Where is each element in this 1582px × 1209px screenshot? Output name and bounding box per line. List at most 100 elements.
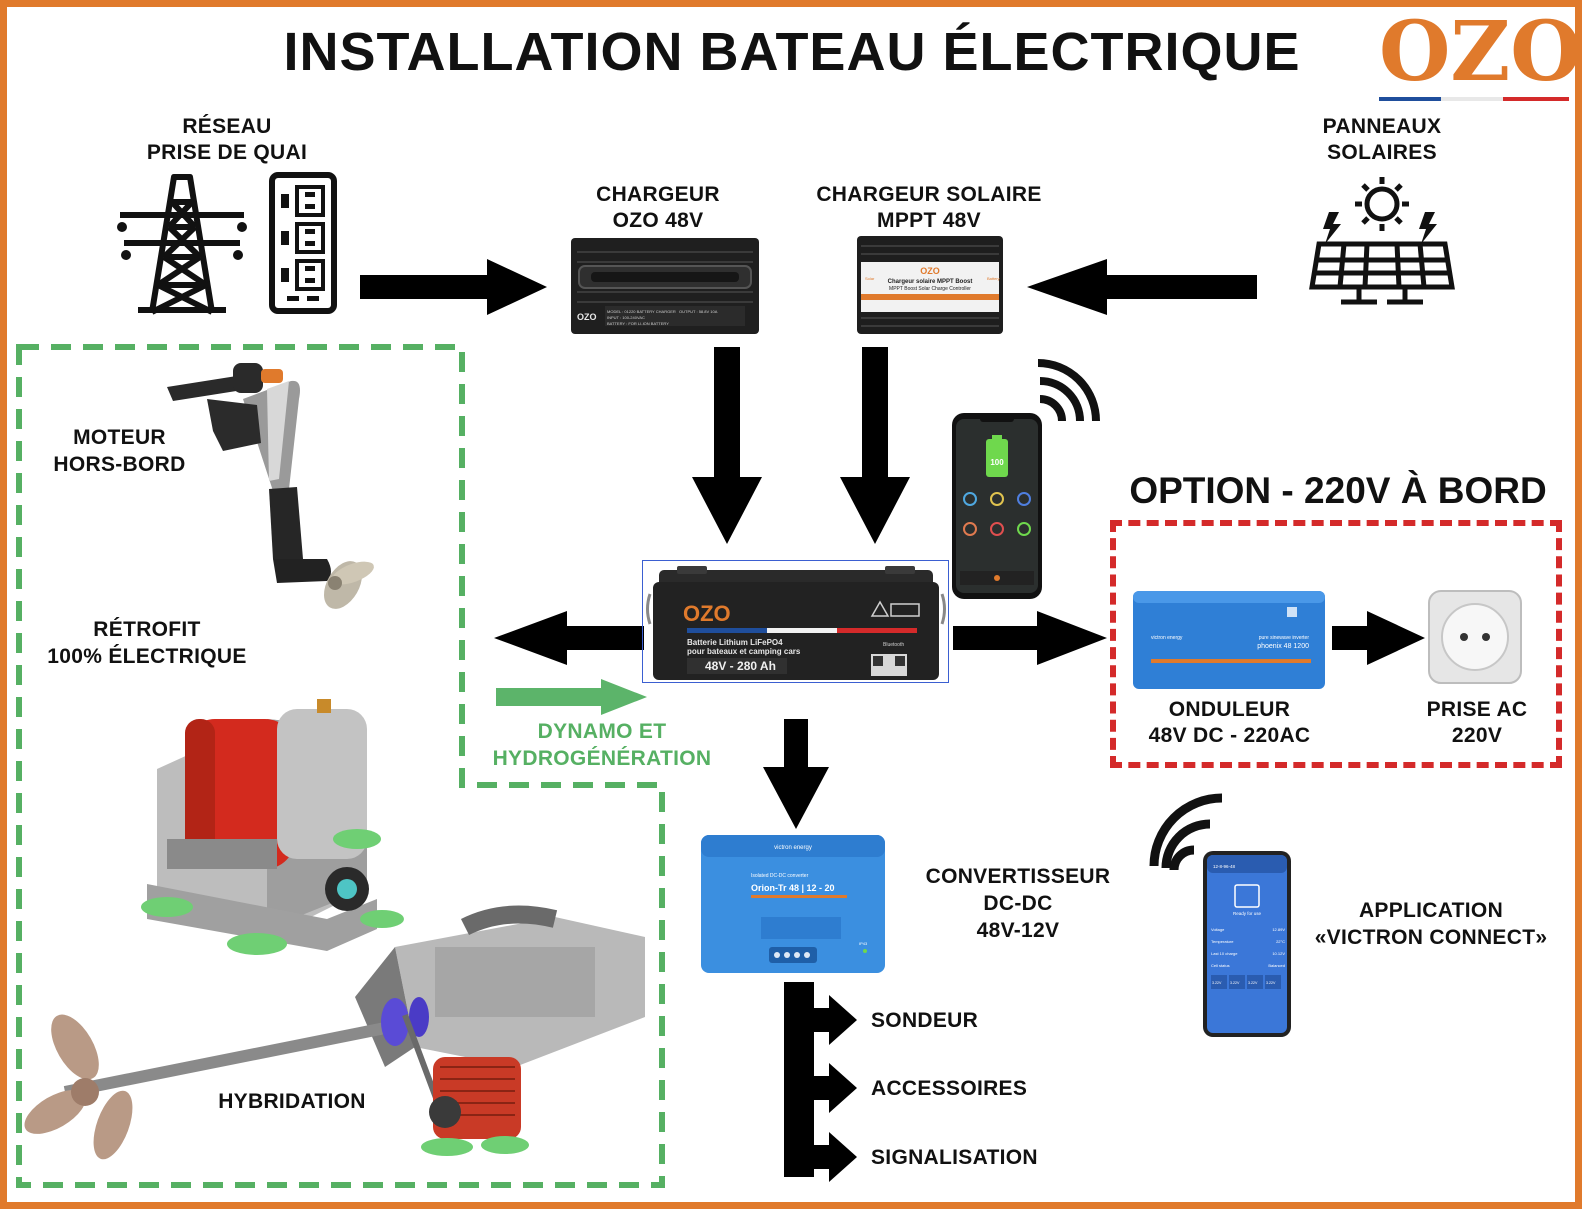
label-outboard-1: MOTEUR — [73, 426, 166, 449]
hybrid-drivetrain-image — [24, 905, 645, 1160]
dcdc-line2: Orion-Tr 48 | 12 - 20 — [751, 883, 835, 893]
mppt-line1: Chargeur solaire MPPT Boost — [888, 279, 973, 285]
arrow-battery-to-inverter — [953, 611, 1107, 665]
option-220v-title: OPTION - 220V À BORD — [1129, 470, 1547, 511]
logo-flag-red — [1503, 97, 1569, 101]
label-accessories: ACCESSOIRES — [871, 1077, 1028, 1100]
charger-battery: BATTERY : FOR LI-ION BATTERY — [607, 321, 669, 326]
victron-inverter-image: victron energy pure sinewave inverter ph… — [1133, 591, 1325, 689]
app-cell-2: 3.22V — [1230, 981, 1240, 985]
battery-line2: pour bateaux et camping cars — [687, 647, 801, 656]
battery-rating: 48V - 280 Ah — [705, 659, 776, 673]
label-app-2: «VICTRON CONNECT» — [1314, 926, 1548, 949]
label-signaling: SIGNALISATION — [871, 1146, 1038, 1169]
label-shore-power-1: RÉSEAU — [182, 115, 272, 138]
arrow-to-sonar — [814, 995, 857, 1045]
charger-input: INPUT : 100-240VAC — [607, 315, 645, 320]
ozo-charger-image: OZO MODEL : 01220 BATTERY CHARGER INPUT … — [571, 238, 759, 334]
arrow-inverter-to-outlet — [1332, 611, 1425, 665]
ozo-battery-image: OZO Batterie Lithium LiFePO4 pour bateau… — [646, 566, 946, 680]
battery-bluetooth: Bluetooth — [883, 642, 904, 648]
dcdc-output-bus — [784, 982, 814, 1177]
logo-flag-white — [1441, 97, 1503, 101]
arrow-to-signaling — [814, 1132, 857, 1182]
app-row-3-label: Last 10 charge — [1211, 951, 1238, 956]
arrow-mppt-to-battery — [840, 347, 910, 544]
label-hybrid: HYBRIDATION — [218, 1090, 366, 1113]
mppt-line2: MPPT Boost Solar Charge Controller — [889, 286, 971, 292]
label-charger-2: OZO 48V — [612, 209, 704, 232]
charger-model: MODEL : 01220 BATTERY CHARGER — [607, 309, 676, 314]
label-inverter-1: ONDULEUR — [1168, 698, 1291, 721]
ac-outlet-image — [1428, 590, 1522, 684]
inverter-brand: victron energy — [1151, 635, 1183, 641]
arrow-solar-to-mppt — [1027, 259, 1257, 315]
label-ac-outlet-2: 220V — [1451, 724, 1503, 747]
arrow-battery-to-motors — [494, 611, 644, 665]
app-row-1-label: Voltage — [1211, 927, 1225, 932]
app-row-4-label: Cell status — [1211, 963, 1230, 968]
app-cell-4: 3.22V — [1266, 981, 1276, 985]
app-cell-1: 3.22V — [1212, 981, 1222, 985]
battery-line1: Batterie Lithium LiFePO4 — [687, 638, 783, 647]
label-solar-panels-1: PANNEAUX — [1322, 115, 1442, 138]
app-cell-3: 3.22V — [1248, 981, 1258, 985]
label-dcdc-1: CONVERTISSEUR — [925, 865, 1111, 888]
wifi-signal-icon-bottom — [1149, 793, 1223, 871]
logo-text: OZO — [1379, 4, 1582, 100]
label-retrofit-2: 100% ÉLECTRIQUE — [47, 645, 247, 668]
victron-app-phone: 12-8-96-48 Ready for use Voltage 12.89V … — [1203, 851, 1291, 1037]
mppt-tag-battery: Battery — [987, 276, 1000, 281]
power-pylon-icon — [117, 174, 247, 315]
arrow-to-accessories — [814, 1063, 857, 1113]
solar-panel-icon — [1309, 177, 1455, 305]
inverter-line1: pure sinewave inverter — [1259, 635, 1310, 641]
label-ac-outlet-1: PRISE AC — [1426, 698, 1528, 721]
app-header: 12-8-96-48 — [1213, 864, 1236, 869]
app-row-2-label: Temperature — [1211, 939, 1234, 944]
app-row-1-value: 12.89V — [1272, 927, 1285, 932]
mppt-tag-solar: Solar — [865, 276, 875, 281]
label-charger-1: CHARGEUR — [596, 183, 720, 206]
arrow-dynamo-to-battery — [496, 679, 647, 715]
label-solar-charger-1: CHARGEUR SOLAIRE — [816, 183, 1042, 206]
retrofit-motor-image — [141, 699, 404, 955]
charger-brand: OZO — [577, 312, 597, 322]
app-status: Ready for use — [1233, 911, 1262, 916]
arrow-shore-to-charger — [360, 259, 547, 315]
retrofit-zone-border — [16, 344, 665, 1188]
inverter-line2: phoenix 48 1200 — [1257, 643, 1309, 650]
label-sonar: SONDEUR — [871, 1009, 979, 1032]
battery-selection-frame — [642, 560, 949, 683]
shore-outlet-icon — [269, 172, 337, 314]
battery-brand: OZO — [683, 601, 731, 626]
mppt-charger-image: OZO Chargeur solaire MPPT Boost MPPT Boo… — [857, 236, 1003, 334]
arrow-charger-to-battery — [692, 347, 762, 544]
arrow-battery-to-dcdc — [763, 719, 829, 829]
app-row-2-value: 22°C — [1276, 939, 1285, 944]
label-outboard-2: HORS-BORD — [53, 453, 186, 476]
page-title: INSTALLATION BATEAU ÉLECTRIQUE — [283, 22, 1301, 82]
label-dynamo-2: HYDROGÉNÉRATION — [492, 747, 712, 770]
wifi-signal-icon-top — [1037, 359, 1100, 422]
label-solar-panels-2: SOLAIRES — [1327, 141, 1437, 164]
label-inverter-2: 48V DC - 220AC — [1148, 724, 1311, 747]
label-shore-power-2: PRISE DE QUAI — [146, 141, 308, 164]
app-row-3-value: 10.12V — [1272, 951, 1285, 956]
label-dynamo-1: DYNAMO ET — [537, 720, 667, 743]
victron-dcdc-image: victron energy Isolated DC-DC converter … — [701, 835, 885, 973]
label-dcdc-3: 48V-12V — [976, 919, 1060, 942]
ozo-logo: OZO — [1379, 7, 1575, 105]
label-app-1: APPLICATION — [1358, 899, 1504, 922]
mppt-brand: OZO — [920, 266, 940, 276]
phone-battery-percent: 100 — [990, 458, 1004, 467]
option-220v-box — [1110, 520, 1562, 768]
logo-flag-blue — [1379, 97, 1441, 101]
label-retrofit-1: RÉTROFIT — [93, 618, 201, 641]
app-row-4-value: Balanced — [1268, 963, 1285, 968]
battery-app-phone: 100 — [952, 413, 1042, 599]
label-dcdc-2: DC-DC — [983, 892, 1053, 915]
flow-arrows — [360, 259, 1425, 1182]
dcdc-line1: Isolated DC-DC converter — [751, 873, 809, 879]
